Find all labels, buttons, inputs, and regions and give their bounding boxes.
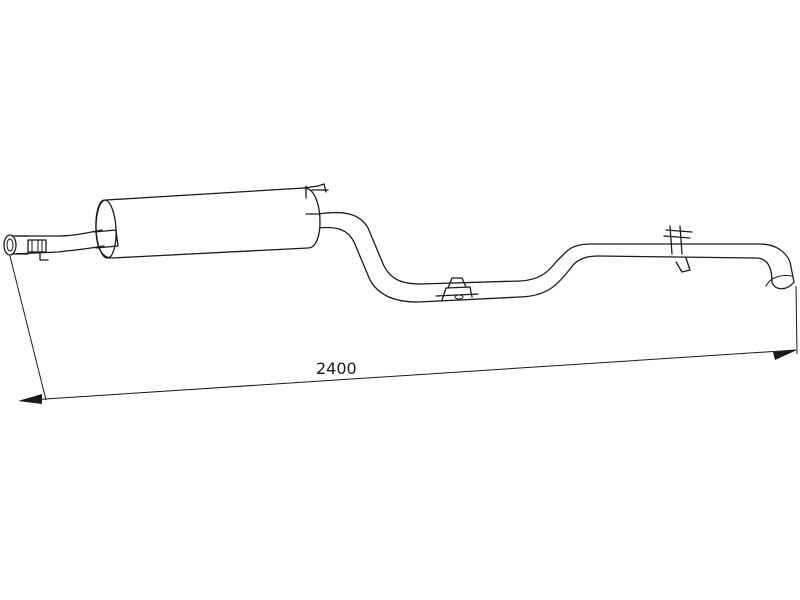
mid-hanger-bracket [435, 277, 479, 301]
rear-hanger-bracket [663, 225, 693, 273]
dimension-extension-right [795, 285, 798, 355]
dimension-label: 2400 [316, 359, 357, 378]
inlet-pipe [3, 229, 119, 261]
tail-pipe [317, 211, 795, 303]
muffler [95, 183, 329, 259]
dimension-arrow-right [773, 350, 797, 360]
dimension-line [29, 349, 797, 401]
dimension-indicator: 2400 [9, 255, 798, 404]
dimension-arrow-left [18, 394, 42, 404]
dimension-extension-left [9, 255, 47, 401]
